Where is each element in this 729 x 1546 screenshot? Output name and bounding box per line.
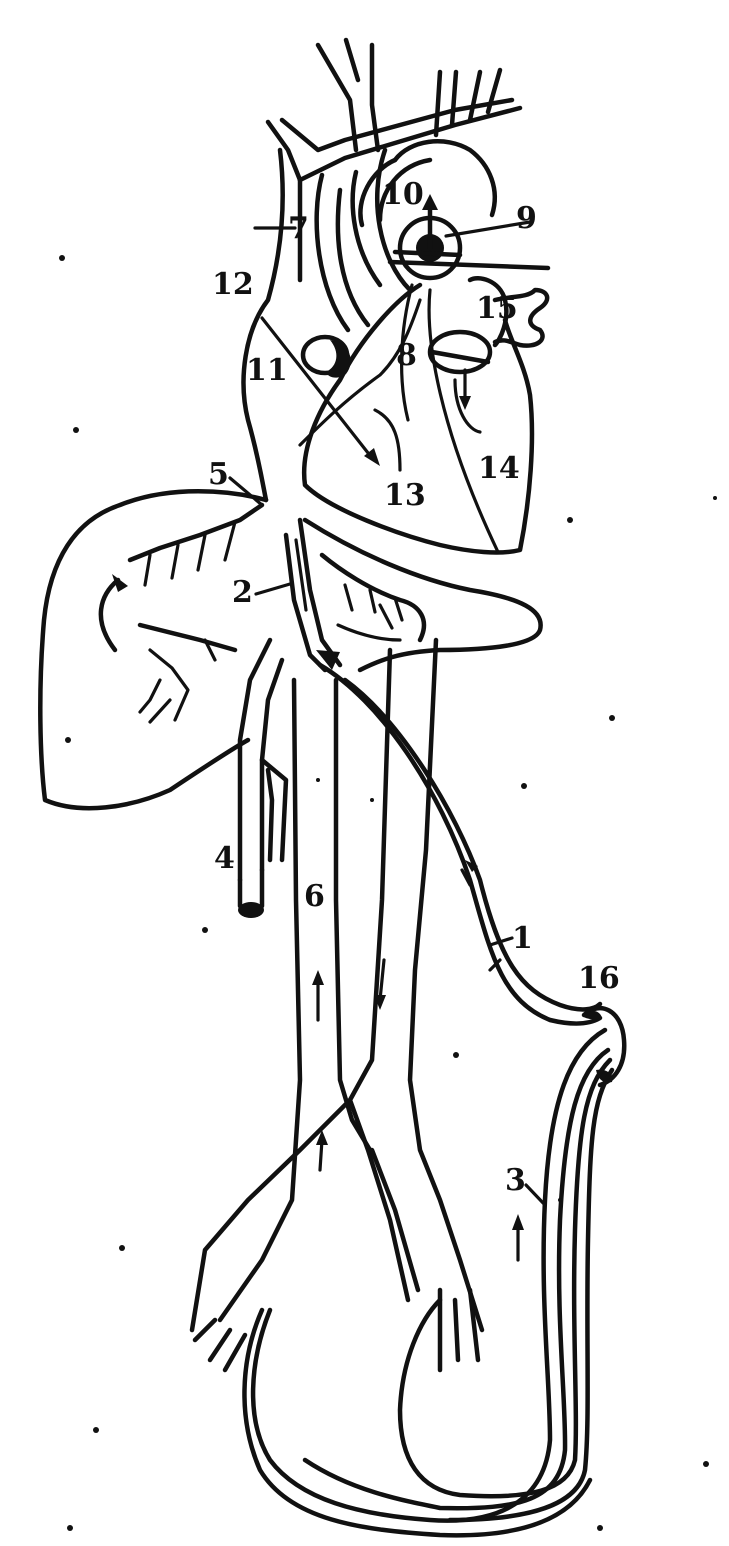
label-16: 16 — [578, 961, 620, 996]
aortic-arch — [317, 141, 495, 330]
label-8: 8 — [396, 338, 417, 373]
label-10: 10 — [382, 177, 424, 212]
ductus-venosus — [286, 520, 340, 670]
liver — [40, 491, 540, 808]
portal-vein — [238, 640, 286, 918]
label-3: 3 — [505, 1163, 526, 1198]
label-1: 1 — [512, 921, 533, 956]
label-2: 2 — [232, 575, 253, 610]
label-11: 11 — [246, 353, 288, 388]
label-4: 4 — [214, 841, 235, 876]
label-15: 15 — [476, 291, 518, 326]
label-14: 14 — [478, 451, 520, 486]
label-13: 13 — [384, 478, 426, 513]
umbilical-vein — [320, 665, 600, 1024]
print-specks — [59, 255, 717, 1531]
label-6: 6 — [304, 879, 325, 914]
label-9: 9 — [516, 201, 537, 236]
label-7: 7 — [288, 211, 309, 246]
superior-vena-cava — [244, 150, 300, 500]
label-12: 12 — [212, 267, 254, 302]
label-5: 5 — [208, 457, 229, 492]
